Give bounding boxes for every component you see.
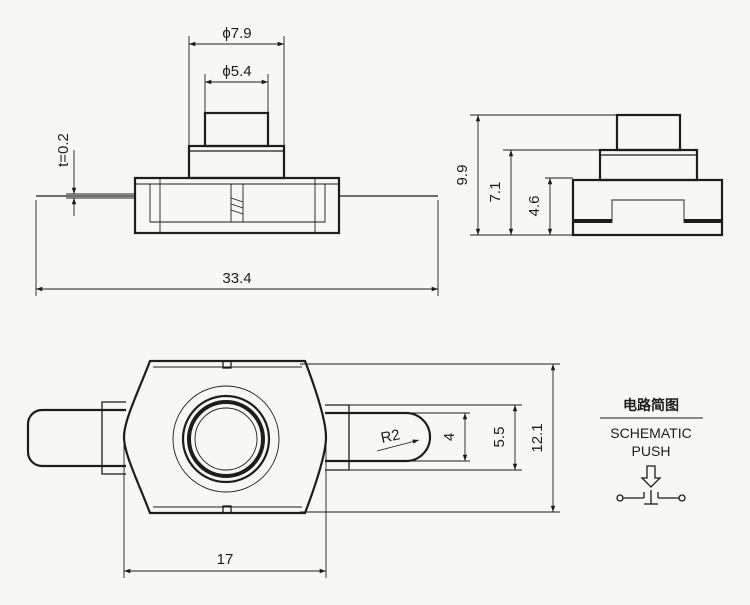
right-tab (325, 411, 432, 463)
dim-overall-length: 33.4 (222, 270, 251, 287)
push-switch-symbol (616, 490, 686, 505)
schematic-title-en: SCHEMATIC (610, 425, 691, 441)
dim-top-outer-dia: ϕ7.9 (222, 25, 251, 42)
top-view: R2 4 5.5 12.1 17 (26, 359, 560, 578)
side-view: 9.9 7.1 4.6 (454, 113, 724, 237)
button-ring (181, 394, 271, 484)
side-base (571, 178, 724, 237)
push-arrow-icon (640, 465, 662, 488)
schematic-block: 电路简图 SCHEMATIC PUSH (600, 397, 703, 505)
side-button (615, 113, 682, 152)
front-view: ϕ7.9 ϕ5.4 t=0.2 33.4 (35, 25, 439, 296)
dim-side-height-mid: 7.1 (487, 182, 504, 203)
dim-thickness: t=0.2 (55, 133, 72, 167)
outer-ring (172, 385, 280, 493)
dim-tab-width-inner: 4 (441, 433, 458, 441)
dim-tab-radius: R2 (379, 426, 401, 447)
schematic-title-cn: 电路简图 (623, 397, 679, 413)
dim-side-height-base: 4.6 (526, 196, 543, 217)
dim-body-width: 17 (217, 551, 234, 568)
left-tab (26, 408, 126, 468)
bottom-notch (222, 505, 232, 514)
dim-body-height: 12.1 (529, 423, 546, 452)
switch-base (133, 176, 341, 235)
button-top-ring (187, 400, 265, 478)
push-button (203, 111, 270, 148)
button-center (194, 407, 258, 471)
dim-top-inner-dia: ϕ5.4 (222, 63, 251, 80)
schematic-mode: PUSH (632, 443, 671, 459)
dim-side-height-total: 9.9 (454, 165, 471, 186)
top-notch (222, 360, 232, 369)
dim-tab-width-outer: 5.5 (491, 427, 508, 448)
side-base-shading (573, 219, 722, 223)
spring (230, 197, 244, 215)
switch-body (122, 359, 328, 515)
